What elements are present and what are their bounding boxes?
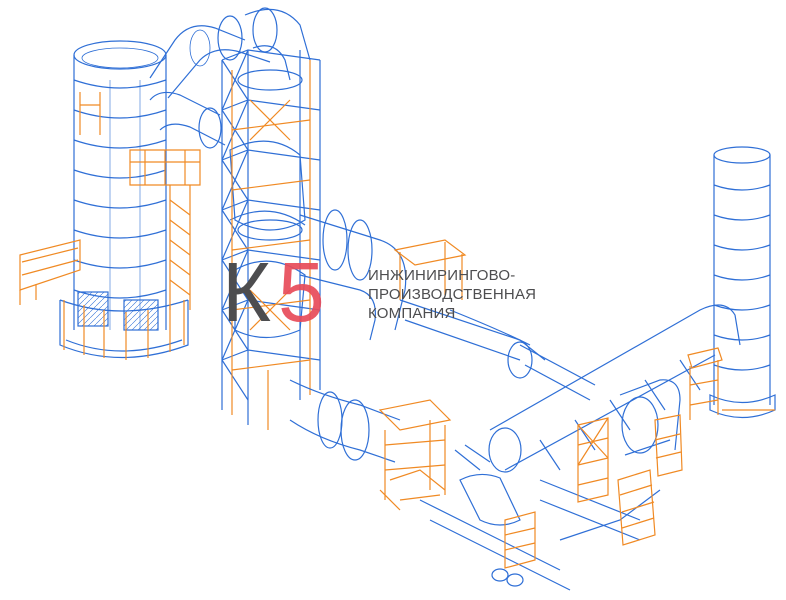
left-column-tower bbox=[59, 40, 189, 359]
company-logo: К 5 ИНЖИНИРИНГОВО- ПРОИЗВОДСТВЕННАЯ КОМП… bbox=[222, 250, 582, 338]
logo-mark-digit: 5 bbox=[278, 245, 325, 339]
right-stack-steel bbox=[687, 347, 775, 420]
logo-mark-letter: К bbox=[222, 245, 271, 339]
middle-platforms bbox=[378, 239, 467, 500]
logo-company-name: ИНЖИНИРИНГОВО- ПРОИЗВОДСТВЕННАЯ КОМПАНИЯ bbox=[368, 266, 536, 323]
right-stack bbox=[709, 146, 776, 419]
bottom-steel bbox=[379, 414, 683, 569]
logo-line-3: КОМПАНИЯ bbox=[368, 305, 456, 322]
long-duct-to-stack bbox=[399, 299, 741, 473]
bottom-equipment bbox=[419, 379, 681, 591]
central-steel-tower bbox=[221, 49, 321, 425]
logo-line-1: ИНЖИНИРИНГОВО- bbox=[368, 267, 516, 284]
top-duct bbox=[149, 7, 311, 149]
left-column-steel bbox=[19, 92, 201, 360]
logo-line-2: ПРОИЗВОДСТВЕННАЯ bbox=[368, 286, 537, 303]
central-tower-steel bbox=[231, 60, 311, 430]
middle-duct bbox=[289, 209, 407, 463]
